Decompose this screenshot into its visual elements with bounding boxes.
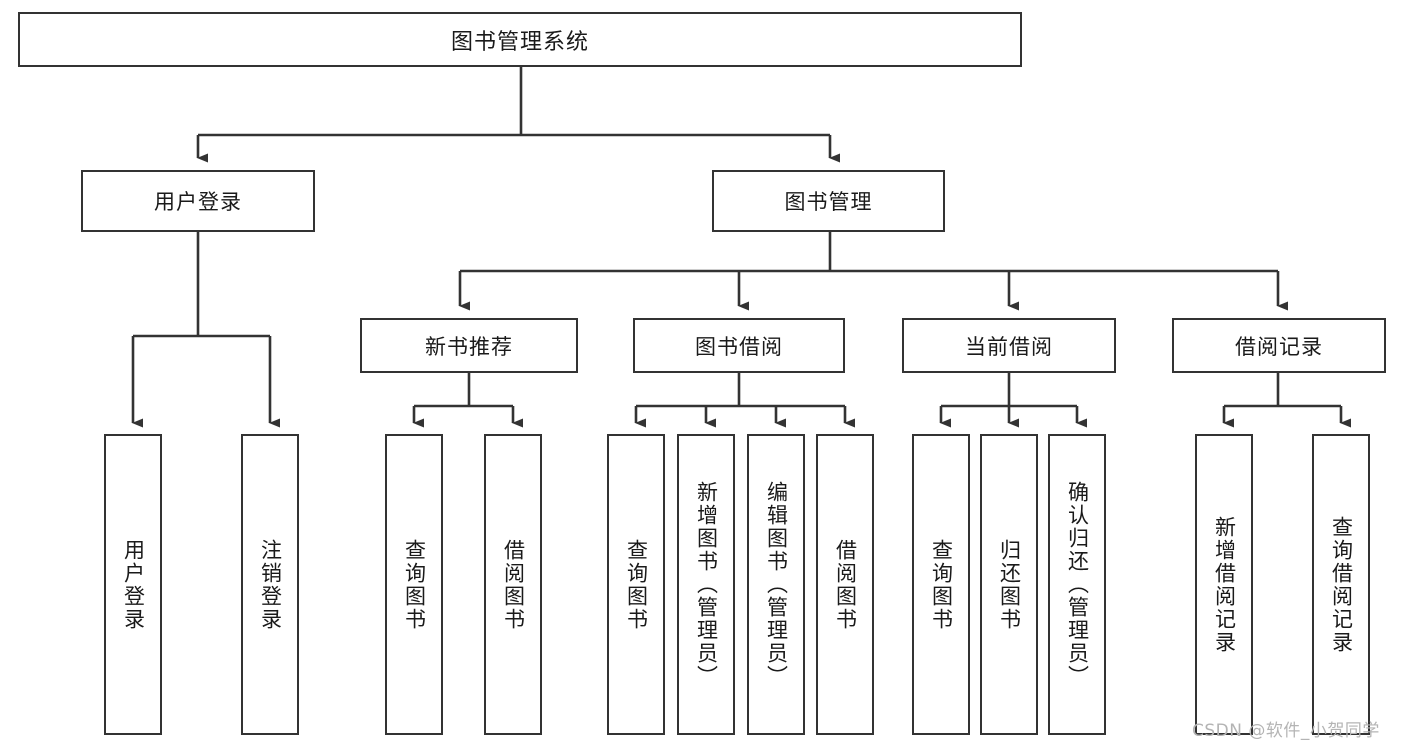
leaf-book-borrow-query-book[interactable]: 查询图书: [607, 434, 665, 735]
leaf-book-borrow-borrow-book[interactable]: 借阅图书: [816, 434, 874, 735]
leaf-book-borrow-add-book-admin[interactable]: 新增图书（管理员）: [677, 434, 735, 735]
node-borrow-record[interactable]: 借阅记录: [1172, 318, 1386, 373]
node-current-borrow[interactable]: 当前借阅: [902, 318, 1116, 373]
leaf-borrow-record-add-record[interactable]: 新增借阅记录: [1195, 434, 1253, 735]
leaf-user-login-logout[interactable]: 注销登录: [241, 434, 299, 735]
leaf-current-borrow-return-book[interactable]: 归还图书: [980, 434, 1038, 735]
node-book-borrow[interactable]: 图书借阅: [633, 318, 845, 373]
leaf-borrow-record-query-record[interactable]: 查询借阅记录: [1312, 434, 1370, 735]
csdn-watermark: CSDN @软件_小贺同学: [1192, 721, 1380, 741]
leaf-book-borrow-edit-book-admin[interactable]: 编辑图书（管理员）: [747, 434, 805, 735]
leaf-new-book-query-book[interactable]: 查询图书: [385, 434, 443, 735]
node-root-book-management-system[interactable]: 图书管理系统: [18, 12, 1022, 67]
leaf-new-book-borrow-book[interactable]: 借阅图书: [484, 434, 542, 735]
leaf-current-borrow-confirm-return-admin[interactable]: 确认归还（管理员）: [1048, 434, 1106, 735]
leaf-current-borrow-query-book[interactable]: 查询图书: [912, 434, 970, 735]
leaf-user-login-login[interactable]: 用户登录: [104, 434, 162, 735]
node-book-management[interactable]: 图书管理: [712, 170, 945, 232]
node-new-book-recommend[interactable]: 新书推荐: [360, 318, 578, 373]
node-user-login[interactable]: 用户登录: [81, 170, 315, 232]
